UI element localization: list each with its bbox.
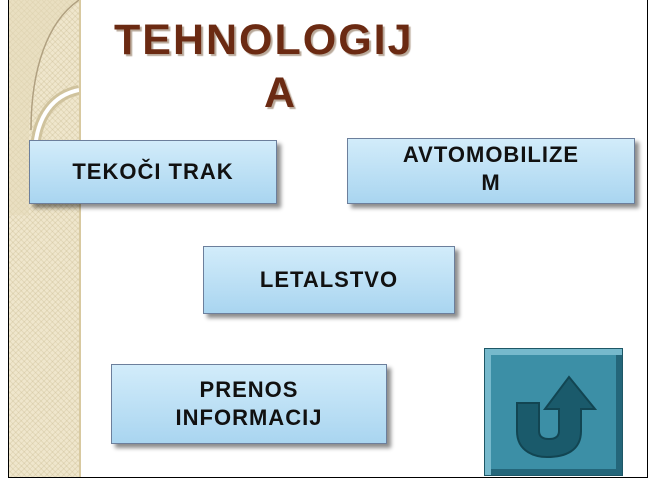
- tekoci-trak-button[interactable]: TEKOČI TRAK: [29, 140, 277, 204]
- u-turn-arrow-icon: [516, 375, 598, 459]
- avtomobilizem-label: AVTOMOBILIZE M: [403, 141, 579, 197]
- letalstvo-label: LETALSTVO: [259, 267, 399, 292]
- back-button[interactable]: [484, 348, 623, 476]
- avtomobilizem-label-line1: AVTOMOBILIZE: [402, 142, 580, 167]
- slide: TEHNOLOGIJ A TEKOČI TRAK AVTOMOBILIZE M …: [8, 0, 648, 478]
- prenos-informacij-label-line2: INFORMACIJ: [175, 405, 323, 430]
- tekoci-trak-label: TEKOČI TRAK: [72, 159, 234, 184]
- corner-arc-decoration: [9, 0, 79, 215]
- avtomobilizem-label-line2: M: [481, 170, 501, 195]
- prenos-informacij-label-line1: PRENOS: [199, 377, 299, 402]
- page-title-line2: A: [264, 69, 298, 117]
- prenos-informacij-button[interactable]: PRENOS INFORMACIJ: [111, 364, 387, 444]
- page-title-line1: TEHNOLOGIJ: [114, 16, 414, 64]
- left-band-divider: [79, 0, 81, 477]
- prenos-informacij-label: PRENOS INFORMACIJ: [176, 376, 323, 432]
- letalstvo-button[interactable]: LETALSTVO: [203, 246, 455, 314]
- avtomobilizem-button[interactable]: AVTOMOBILIZE M: [347, 138, 635, 204]
- page-title: TEHNOLOGIJ A: [114, 14, 484, 120]
